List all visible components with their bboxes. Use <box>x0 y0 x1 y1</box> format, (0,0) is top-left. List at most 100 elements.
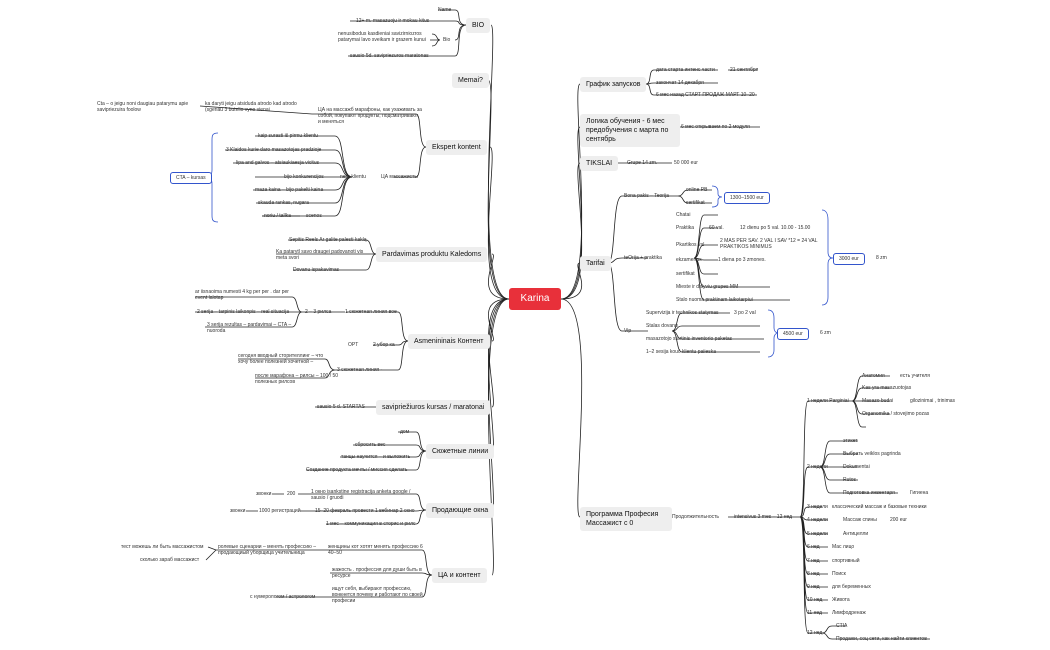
programa-intensiv: intensivus 3 mes – 12 нед <box>734 514 793 520</box>
programa-w2-item-5: Подготовка инвентаря <box>843 490 895 496</box>
programa-prodolzh: Продолжительность <box>672 514 719 520</box>
bio-node[interactable]: BIO <box>466 18 491 33</box>
programa-row-6-topic: Поиск <box>832 571 846 577</box>
programa-w1: 1 недели Parginiai <box>807 398 849 404</box>
tarifai-vip-4: 1–2 sesija kouč klientu paiieska <box>646 349 717 355</box>
tarifai-vip-3: masazotojo startinis inventorio paketas <box>646 336 733 342</box>
sujet-node[interactable]: Сюжетные линии <box>426 444 495 459</box>
tarifai-vip-1: Supervizija ir technikos statymas <box>646 310 719 316</box>
savi-node[interactable]: savipriežiuros kursas / maratonai <box>376 400 491 415</box>
asmen-2-3: 2 – 3 рилса <box>305 309 332 315</box>
bio-marathon: sausio 5d. savipriezuros maratonas <box>350 53 429 59</box>
programa-w1-item-3: Masazo budai <box>862 398 894 404</box>
programa-w2-item-3: Dokumentai <box>843 464 870 470</box>
ca-zhazhda: жажость . профессия для души быть в ресу… <box>332 567 422 579</box>
ekspert-cta-kursas: CTA – kursas <box>170 172 212 184</box>
ekspert-item-6: skauda rankas, nugara <box>258 200 309 206</box>
asmen-node[interactable]: Asmenininais Контент <box>408 334 490 349</box>
grafik-item-1: дата старта интенс части <box>656 67 715 73</box>
tarifai-item-5: sertifikat <box>676 271 695 277</box>
grafik-item-1-date: 21 сентября <box>730 67 759 73</box>
programa-node[interactable]: Программа Професия Массажист с 0 <box>580 507 672 531</box>
programa-n200: 200 eur <box>890 517 907 523</box>
prodaj-zvonki1: звонки <box>256 491 272 497</box>
ekspert-scenos: scenos <box>306 213 322 219</box>
tarifai-item-3: Pkartikos val <box>676 242 705 248</box>
programa-row-7-topic: для беременных <box>832 584 871 590</box>
ekspert-item-5: maza kaina – bijo pakelti kaina <box>255 187 324 193</box>
programa-anat-sub: есть учителя <box>900 373 930 379</box>
bio-label: Bio <box>443 37 451 43</box>
ekspert-nera-klientu: nera klientu <box>340 174 366 180</box>
ekspert-item-4: bijo konkurencijos <box>284 174 324 180</box>
asmen-item-2: 2 serija – tarpinis laikonpis – real sit… <box>197 309 289 315</box>
prodaj-mes: 1 мес – коммуникация в сторис и рилс <box>326 521 416 527</box>
ekspert-ca-mass: ЦА массажисты <box>381 174 418 180</box>
grafik-node[interactable]: График запусков <box>580 77 647 92</box>
ekspert-node[interactable]: Ekspert kontent <box>426 140 487 155</box>
tarifai-teorija: teOrija + praktika <box>624 255 662 261</box>
ca-zhenshiny: женщины кот хотят менять профессию 6 40–… <box>328 544 423 556</box>
tarifai-online: online PB <box>686 187 708 193</box>
programa-w1-item-2: Kas yra masazuotojas <box>862 385 912 391</box>
asmen-sujet1: 1 сюжетная линия вое <box>345 309 397 315</box>
tarifai-vip: Vip <box>624 328 632 334</box>
ekspert-item-3: lipa and galvos – atsiaukiaesja vicitus <box>236 160 320 166</box>
prodaj-node[interactable]: Продающие окна <box>426 503 495 518</box>
ca-skolko: сколько зараб массажист <box>140 557 200 563</box>
tikslai-grupe: Grupe 14 zm. <box>627 160 658 166</box>
bio-name: Name <box>438 7 452 13</box>
tarifai-item-2: Praktika <box>676 225 695 231</box>
programa-row-7-week: 9 нед <box>807 584 820 590</box>
tarifai-ekz: 1 diena po 3 zmones. <box>718 257 766 263</box>
bio-experience: 12+ m. masazuoju ir mokau kitus <box>356 18 430 24</box>
programa-row-8-week: 10 нед <box>807 597 823 603</box>
ca-numer: с нумерологом / астрологом <box>250 594 316 600</box>
asmen-opt: OPT <box>348 342 359 348</box>
logika-node[interactable]: Логика обучения - 6 мес предобучения с м… <box>580 114 680 147</box>
tarifai-pkart: 2 MAS PER SAV. 2 VAL I SAV *12 = 24 VAL … <box>720 238 818 250</box>
programa-budai-sub: gilozinimai , trinimas <box>910 398 956 404</box>
programa-w2-item-4: Rutos <box>843 477 857 483</box>
ekspert-ca: ЦА на массажб марафоны, как ухаживать за… <box>318 107 422 125</box>
ekspert-cta2: ka daryti jeigu atsiduda atrodo kad atro… <box>205 101 297 113</box>
ekspert-item-7: noriu / tallka <box>264 213 291 219</box>
tarifai-price2: 3000 eur <box>833 253 865 265</box>
pardavimas-item-2: Ka patarytl savo draugei padovanoti vis … <box>276 249 364 261</box>
programa-row-2-week: 4 недели <box>807 517 828 523</box>
prodaj-1000: 1000 регистраций <box>259 508 301 514</box>
prodaj-okno: 1 окно isankstine registracija anketa go… <box>311 489 411 501</box>
programa-row-4-week: 6 нед <box>807 544 820 550</box>
programa-row-2-topic: Массаж спины <box>843 517 877 523</box>
ca-test: тест можешь ли быть массажистом <box>121 544 204 550</box>
programa-w1-item-1: Анатомия <box>862 373 885 379</box>
programa-row-1-topic: классический массаж и базовые техники <box>832 504 927 510</box>
sujet-item-4: Создание продукта мечты / миссия сделать <box>306 467 408 473</box>
pardavimas-node[interactable]: Pardavimas produktu Kaledoms <box>376 247 488 262</box>
tarifai-bona: Bona pakis – Teorija <box>624 193 669 199</box>
pardavimas-item-3: Dovanu ispakavimas <box>293 267 340 273</box>
programa-w2: 2 недели <box>807 464 828 470</box>
grafik-item-3: 6 мес назад СТАРТ ПРОДАЖ МАРТ 10–20 <box>656 92 755 98</box>
memai-node[interactable]: Memai? <box>452 73 489 88</box>
sujet-item-1: дом <box>400 429 410 435</box>
tarifai-price1: 1300–1500 eur <box>724 192 770 204</box>
tarifai-praktika-val: 60 val. <box>709 225 724 231</box>
tarifai-node[interactable]: Tarifai <box>580 256 611 271</box>
asmen-sujet3: 3 сюжетная линия - <box>337 367 383 373</box>
sujet-item-2: сбросить вес <box>355 442 386 448</box>
programa-row-9-week: 11 нед <box>807 610 822 616</box>
root-node[interactable]: Karina <box>509 288 561 310</box>
savi-sub: sausio 5 d. STARTAS <box>317 404 365 410</box>
sujet-item-3: танцы научится – и выложить <box>341 454 411 460</box>
programa-prodazhi: Продажи, соц сети, как найти клиентов <box>836 636 927 642</box>
ca-content-node[interactable]: ЦА и контент <box>432 568 487 583</box>
programa-row-5-week: 7 нед <box>807 558 820 564</box>
programa-gigiena: Гигиена <box>910 490 929 496</box>
tarifai-zm8: 8 zm <box>876 255 887 261</box>
programa-row-9-topic: Лимфодренаж <box>832 610 866 616</box>
tikslai-node[interactable]: TIKSLAI <box>580 156 619 171</box>
tikslai-sum: 50 000 eur <box>674 160 698 166</box>
tarifai-zm6: 6 zm <box>820 330 831 336</box>
programa-w12: 12 нед <box>807 630 823 636</box>
